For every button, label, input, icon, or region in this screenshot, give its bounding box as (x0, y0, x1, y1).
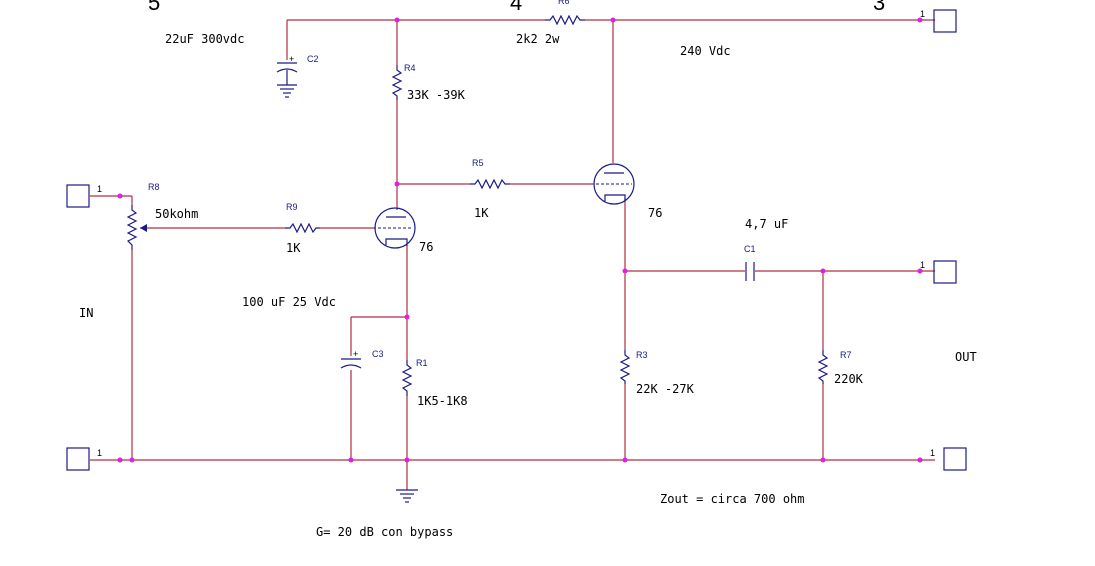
c3-plus: + (353, 349, 358, 359)
tube-v2-type: 76 (648, 206, 662, 220)
ground-icon (396, 489, 418, 503)
connector-out-bottom[interactable]: 1 (930, 447, 967, 471)
pin-label: 1 (920, 260, 925, 270)
tube-v1[interactable] (374, 207, 416, 249)
r8-ref: R8 (148, 182, 160, 192)
r4-ref: R4 (404, 63, 416, 73)
connector-out-top[interactable]: 1 (920, 260, 957, 284)
resistor-r3[interactable]: R3 (619, 350, 648, 384)
r9-ref: R9 (286, 202, 298, 212)
c1-ref: C1 (744, 244, 756, 254)
r5-value: 1K (474, 206, 489, 220)
resistor-r4[interactable]: R4 (391, 63, 416, 100)
node-label-4: 4 (510, 0, 522, 15)
wires (90, 19, 935, 490)
pin-label: 1 (97, 184, 102, 194)
node-label-3: 3 (873, 0, 885, 15)
potentiometer-r8[interactable]: R8 (126, 182, 160, 250)
capacitor-c3[interactable]: + C3 (340, 349, 384, 369)
r6-value: 2k2 2w (516, 32, 560, 46)
r7-value: 220K (834, 372, 864, 386)
c3-value: 100 uF 25 Vdc (242, 295, 336, 309)
c2-ref: C2 (307, 54, 319, 64)
connector-supply[interactable]: 1 (920, 9, 957, 33)
resistor-r1[interactable]: R1 (401, 358, 428, 396)
c1-value: 4,7 uF (745, 217, 788, 231)
r6-ref: R6 (558, 0, 570, 6)
r3-ref: R3 (636, 350, 648, 360)
c3-ref: C3 (372, 349, 384, 359)
junction-dots (117, 17, 923, 463)
r9-value: 1K (286, 241, 301, 255)
gain-note: G= 20 dB con bypass (316, 525, 453, 539)
tube-v1-type: 76 (419, 240, 433, 254)
c2-plus: + (289, 54, 294, 64)
capacitor-c1[interactable]: C1 (744, 244, 756, 281)
connector-in-top[interactable]: 1 (66, 184, 102, 208)
node-label-5: 5 (148, 0, 160, 15)
resistor-r6[interactable]: R6 (545, 0, 585, 26)
out-label: OUT (955, 350, 977, 364)
r5-ref: R5 (472, 158, 484, 168)
capacitor-c2[interactable]: + C2 (276, 54, 319, 98)
supply-voltage: 240 Vdc (680, 44, 731, 58)
pin-label: 1 (920, 9, 925, 19)
resistor-r7[interactable]: R7 (817, 350, 852, 384)
zout-note: Zout = circa 700 ohm (660, 492, 805, 506)
pin-label: 1 (97, 448, 102, 458)
r3-value: 22K -27K (636, 382, 695, 396)
c2-value: 22uF 300vdc (165, 32, 244, 46)
pin-label: 1 (930, 448, 935, 458)
r1-value: 1K5-1K8 (417, 394, 468, 408)
r4-value: 33K -39K (407, 88, 466, 102)
resistor-r5[interactable]: R5 (470, 158, 510, 190)
r1-ref: R1 (416, 358, 428, 368)
r7-ref: R7 (840, 350, 852, 360)
resistor-r9[interactable]: R9 (285, 202, 320, 234)
tube-v2[interactable] (593, 163, 635, 205)
connector-in-bottom[interactable]: 1 (66, 447, 102, 471)
r8-value: 50kohm (155, 207, 198, 221)
in-label: IN (79, 306, 93, 320)
